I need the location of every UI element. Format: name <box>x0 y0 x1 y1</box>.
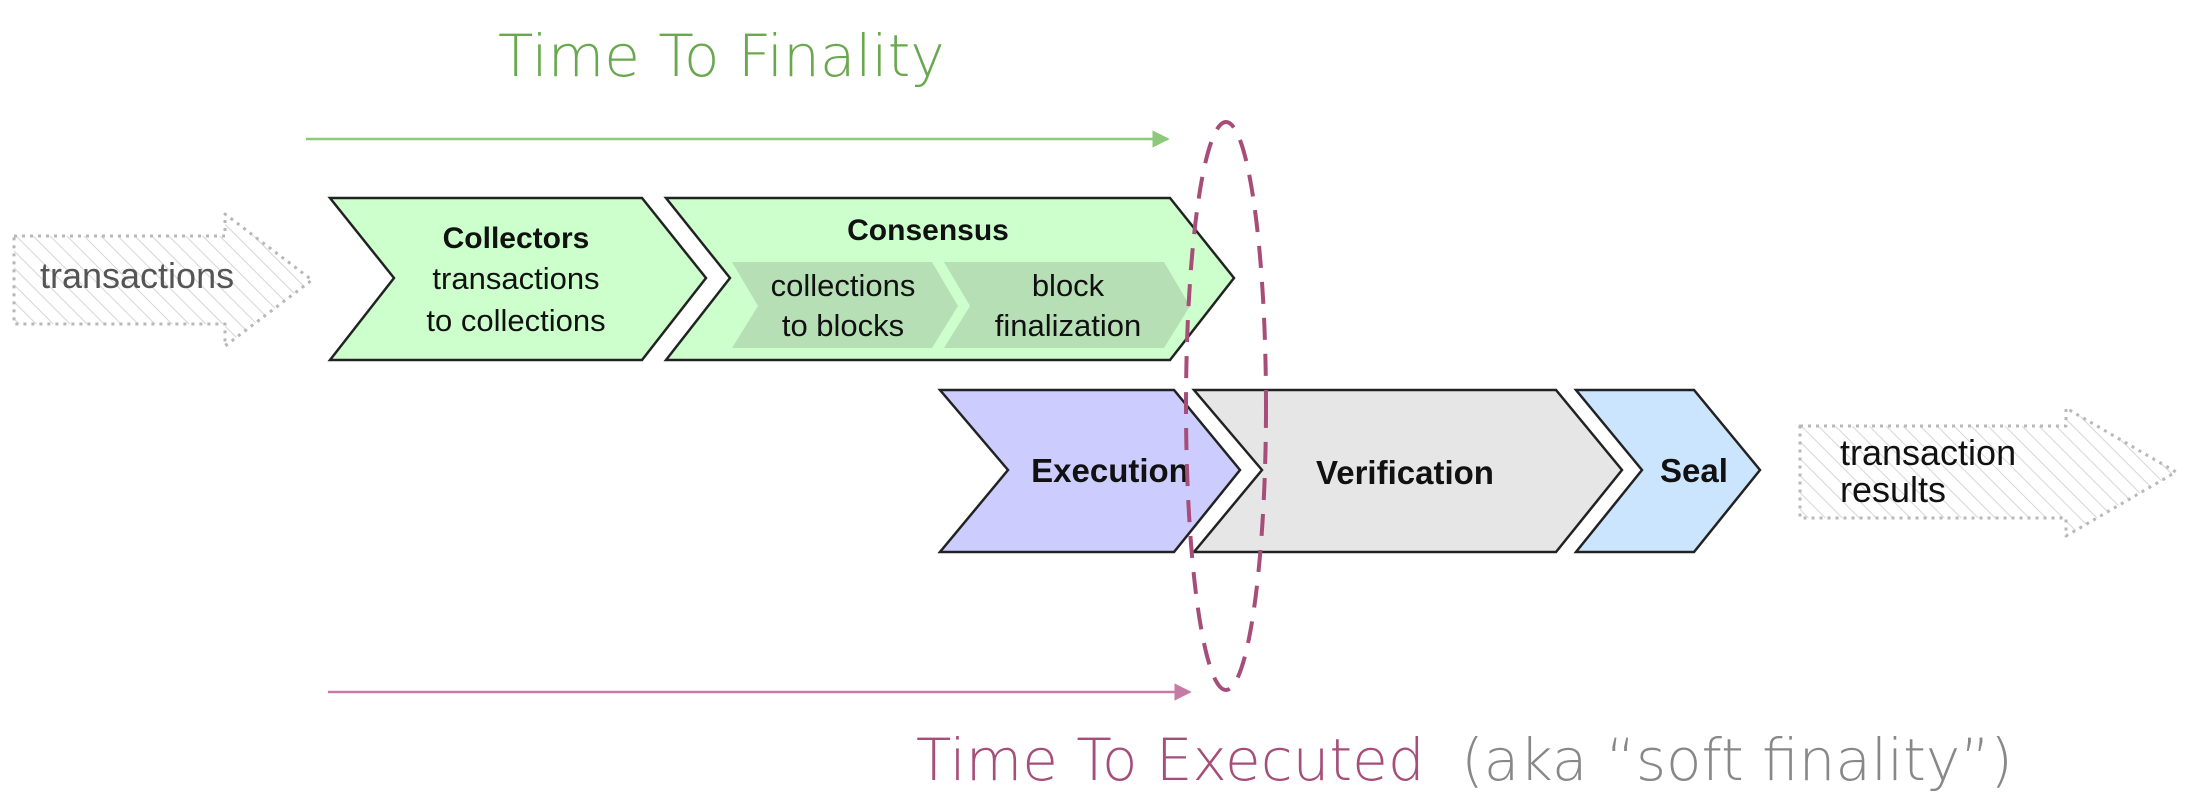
collectors-line1: transactions <box>432 261 599 296</box>
consensus-sub-collections <box>732 262 958 348</box>
collectors-stage: Collectors transactions to collections <box>327 196 708 362</box>
seal-title: Seal <box>1660 452 1728 489</box>
time-to-executed-title: Time To Executed (aka “soft finality”) <box>916 726 2013 794</box>
consensus-sub2-line2: finalization <box>995 308 1141 343</box>
collectors-title: Collectors <box>443 222 590 255</box>
time-to-finality-title: Time To Finality <box>498 22 945 90</box>
consensus-title: Consensus <box>847 214 1009 247</box>
verification-title: Verification <box>1316 454 1494 491</box>
soft-finality-note: (aka “soft finality”) <box>1461 726 2013 794</box>
consensus-sub1-line1: collections <box>771 268 916 303</box>
finality-boundary-ellipse <box>1184 120 1268 692</box>
consensus-sub1-line2: to blocks <box>782 308 904 343</box>
transactions-input-label: transactions <box>40 255 234 296</box>
execution-title: Execution <box>1031 452 1189 489</box>
transactions-input-arrow: transactions <box>12 212 314 348</box>
execution-stage: Execution <box>937 388 1242 554</box>
transaction-results-output-arrow: transaction results <box>1798 406 2178 538</box>
consensus-sub2-line1: block <box>1032 268 1105 303</box>
verification-stage: Verification <box>1191 388 1624 554</box>
seal-stage: Seal <box>1573 388 1762 554</box>
consensus-stage: Consensus collections to blocks block fi… <box>663 196 1236 362</box>
transaction-results-line1: transaction <box>1840 432 2016 473</box>
time-to-executed-label: Time To Executed <box>916 726 1425 794</box>
transaction-results-line2: results <box>1840 469 1946 510</box>
collectors-line2: to collections <box>426 303 605 338</box>
consensus-sub-finalization <box>944 262 1190 348</box>
